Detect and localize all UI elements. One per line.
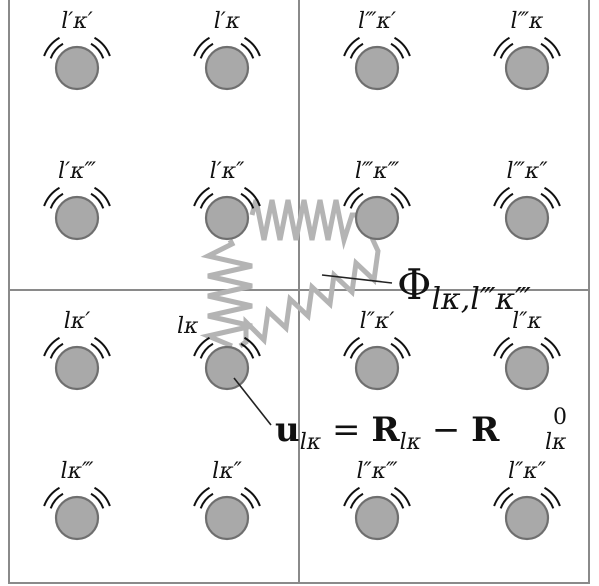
atom: l′κ — [193, 9, 261, 91]
atom-circle — [54, 345, 100, 391]
atom-label: l‴κ — [511, 9, 544, 34]
atom-label: l″κ‴ — [356, 459, 398, 484]
atom-label: l‴κ‴ — [355, 159, 400, 184]
atom: l″κ′ — [343, 309, 411, 391]
atom: lκ″ — [193, 459, 261, 541]
vibration-arcs — [193, 486, 261, 509]
displacement-R-subscript: lκ — [400, 430, 422, 455]
atom-label: lκ″ — [212, 459, 242, 484]
atom-label: lκ‴ — [61, 459, 94, 484]
force-constant-label: Φlκ,l‴κ‴ — [397, 260, 531, 317]
vibration-arcs — [43, 36, 111, 59]
atom-label: l′κ″ — [210, 159, 245, 184]
atom: lκ′ — [43, 309, 111, 391]
displacement-R0: R — [471, 410, 500, 450]
atom-circle — [204, 345, 250, 391]
displacement-minus: − — [421, 410, 471, 450]
vibration-arcs — [193, 186, 261, 209]
displacement-leader — [233, 377, 272, 426]
atom-label: l′κ′ — [61, 9, 92, 34]
vibration-arcs — [493, 486, 561, 509]
displacement-equals: = — [321, 410, 371, 450]
vibration-arcs — [493, 336, 561, 359]
unit-cell-grid — [8, 0, 590, 584]
displacement-label: ulκ = Rlκ − R 0 lκ — [275, 393, 578, 455]
displacement-R0-superscript: 0 — [553, 405, 567, 430]
atom-label: l″κ″ — [508, 459, 547, 484]
vibration-arcs — [343, 336, 411, 359]
force-constant-symbol: Φ — [397, 260, 431, 309]
atom: l′κ′ — [43, 9, 111, 91]
atom-circle — [54, 45, 100, 91]
spring-diagonal — [238, 236, 381, 349]
displacement-u-subscript: lκ — [300, 430, 322, 455]
leader-lines — [233, 274, 393, 426]
atom-circle — [54, 495, 100, 541]
atom: l‴κ — [493, 9, 561, 91]
atom-circle — [354, 495, 400, 541]
atom-circle — [504, 345, 550, 391]
vibration-arcs — [193, 36, 261, 59]
atom-circle — [204, 495, 250, 541]
vibration-arcs — [343, 186, 411, 209]
atom-label: l″κ′ — [360, 309, 395, 334]
atom-label: l′κ — [214, 9, 241, 34]
vibration-arcs — [493, 186, 561, 209]
atom-label: lκ — [177, 314, 199, 339]
atom-circle — [354, 345, 400, 391]
atom-label: l‴κ′ — [358, 9, 396, 34]
springs — [199, 199, 381, 349]
atom: l‴κ‴ — [343, 159, 411, 241]
atom: l′κ″ — [193, 159, 261, 241]
atom-circle — [204, 195, 250, 241]
vibration-arcs — [343, 486, 411, 509]
atom-circle — [504, 195, 550, 241]
atom-label: l‴κ″ — [506, 159, 548, 184]
vibration-arcs — [43, 336, 111, 359]
atom-circle — [504, 45, 550, 91]
vibration-arcs — [43, 186, 111, 209]
vibration-arcs — [43, 486, 111, 509]
atom: l′κ‴ — [43, 159, 111, 241]
vibration-arcs — [493, 36, 561, 59]
atom: l‴κ″ — [493, 159, 561, 241]
atom-circle — [504, 495, 550, 541]
displacement-R0-subscript: lκ — [545, 430, 567, 455]
atom-label: lκ′ — [64, 309, 90, 334]
atom-circle — [54, 195, 100, 241]
vibration-arcs — [193, 336, 261, 359]
atom-circle — [354, 45, 400, 91]
atoms: l′κ′ l′κ l‴κ′ l‴κ l′κ‴ l′κ″ l‴κ‴ l‴κ″ lκ′ lκ l″κ′ l… — [43, 9, 561, 541]
atom-circle — [354, 195, 400, 241]
atom: l″κ″ — [493, 459, 561, 541]
atom: lκ‴ — [43, 459, 111, 541]
displacement-u: u — [275, 410, 300, 450]
spring-horizontal — [249, 199, 362, 250]
atom-label: l″κ — [512, 309, 542, 334]
displacement-R: R — [371, 410, 400, 450]
atom: l″κ‴ — [343, 459, 411, 541]
atom: lκ — [177, 314, 261, 391]
atom: l″κ — [493, 309, 561, 391]
force-constant-leader — [321, 274, 393, 284]
atom-circle — [204, 45, 250, 91]
atom: l‴κ′ — [343, 9, 411, 91]
force-constant-subscript: lκ,l‴κ‴ — [431, 282, 531, 317]
atom-label: l′κ‴ — [58, 159, 96, 184]
vibration-arcs — [343, 36, 411, 59]
